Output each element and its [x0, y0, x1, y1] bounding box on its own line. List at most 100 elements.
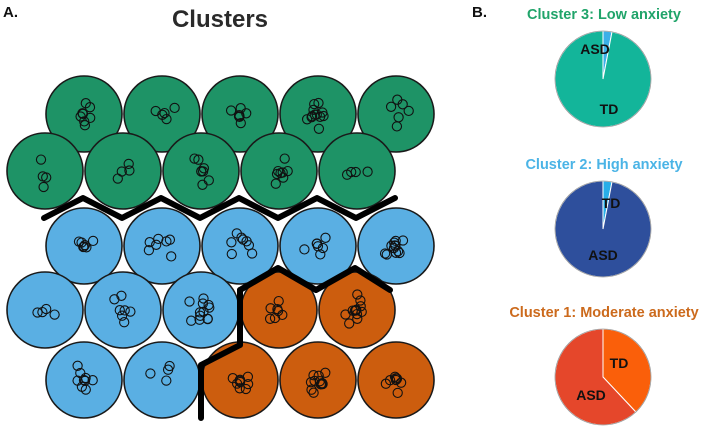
som-node-circle [279, 207, 357, 285]
som-node [6, 271, 84, 349]
hit-marker [313, 370, 324, 381]
hit-marker [41, 303, 52, 315]
hit-marker [341, 169, 353, 180]
hit-marker [313, 123, 325, 134]
som-cluster-map [6, 75, 435, 421]
som-node-circle [162, 271, 240, 349]
som-node [162, 132, 240, 210]
som-node [84, 271, 162, 349]
pie-outline [554, 328, 652, 426]
hit-marker [169, 102, 180, 114]
som-node [279, 75, 357, 153]
hit-marker [234, 109, 245, 121]
som-node-circle [45, 207, 123, 285]
som-node-circle [45, 341, 123, 419]
hit-marker [379, 248, 391, 259]
hit-marker [312, 241, 324, 252]
som-node [318, 132, 396, 210]
hit-marker [306, 384, 317, 395]
pie-slice-label: ASD [580, 41, 610, 57]
hit-marker [320, 232, 331, 243]
hit-marker [125, 306, 136, 317]
hit-marker [275, 167, 286, 179]
hit-marker [116, 310, 128, 321]
hit-marker [246, 248, 258, 259]
hit-marker [124, 165, 135, 176]
hit-marker [282, 165, 293, 177]
hit-marker [198, 293, 209, 304]
hit-marker [273, 295, 284, 307]
pie-slice-label: TD [600, 101, 619, 117]
hit-marker [72, 360, 83, 371]
som-node-circle [84, 132, 162, 210]
som-node [45, 75, 123, 153]
hit-marker [320, 367, 331, 378]
hit-marker [87, 235, 99, 247]
cluster-boundary [41, 195, 398, 221]
som-node-circle [201, 207, 279, 285]
hit-marker [234, 375, 245, 386]
pie-title-cluster-3: Cluster 3: Low anxiety [527, 7, 681, 23]
pie-outline [554, 30, 652, 128]
hit-marker [186, 315, 197, 326]
hit-marker [79, 239, 91, 251]
hit-marker [301, 114, 313, 125]
hit-marker [308, 387, 319, 398]
hit-marker [315, 249, 326, 260]
hit-marker [80, 98, 91, 109]
hit-marker [123, 158, 134, 170]
hit-marker [355, 295, 366, 306]
hit-marker [109, 294, 120, 305]
hit-marker [403, 105, 414, 117]
hit-marker [80, 372, 91, 384]
hit-marker [41, 172, 52, 183]
hit-marker [119, 317, 130, 328]
som-node [240, 132, 318, 210]
hit-marker [76, 381, 88, 392]
som-node [84, 132, 162, 210]
hit-marker [38, 181, 49, 193]
hit-marker [143, 245, 155, 256]
som-node-circle [123, 75, 201, 153]
hit-marker [306, 111, 318, 122]
hit-marker [161, 113, 172, 125]
hit-marker [395, 377, 407, 388]
hit-marker [87, 375, 98, 386]
hit-marker [385, 101, 397, 112]
pie-slice-label: TD [602, 195, 621, 211]
hit-marker [352, 289, 363, 300]
hit-marker [85, 112, 96, 124]
hit-marker [390, 374, 402, 386]
hit-marker [317, 107, 328, 118]
hit-marker [116, 166, 127, 177]
hit-marker [347, 305, 358, 316]
hit-marker [166, 251, 177, 262]
som-node [201, 75, 279, 153]
hit-marker [277, 309, 288, 321]
hit-marker [197, 179, 208, 190]
hit-marker [236, 232, 247, 243]
som-node-circle [123, 207, 201, 285]
hit-marker [49, 309, 60, 320]
hit-marker [270, 178, 281, 189]
som-node-circle [6, 132, 84, 210]
som-node [279, 341, 357, 419]
hit-marker [204, 302, 215, 313]
cluster-boundary [237, 265, 393, 293]
hit-marker [159, 107, 170, 119]
hit-marker [265, 303, 276, 314]
som-node [123, 207, 201, 285]
som-node [357, 207, 435, 285]
som-node [279, 207, 357, 285]
hit-marker [193, 154, 204, 165]
som-node-circle [240, 132, 318, 210]
som-node-circle [84, 271, 162, 349]
hit-marker [73, 236, 85, 247]
som-node [357, 341, 435, 419]
hit-marker [394, 247, 405, 259]
som-title: Clusters [171, 6, 269, 33]
hit-marker [237, 234, 249, 245]
hit-marker [79, 120, 91, 131]
hit-marker [380, 378, 392, 389]
